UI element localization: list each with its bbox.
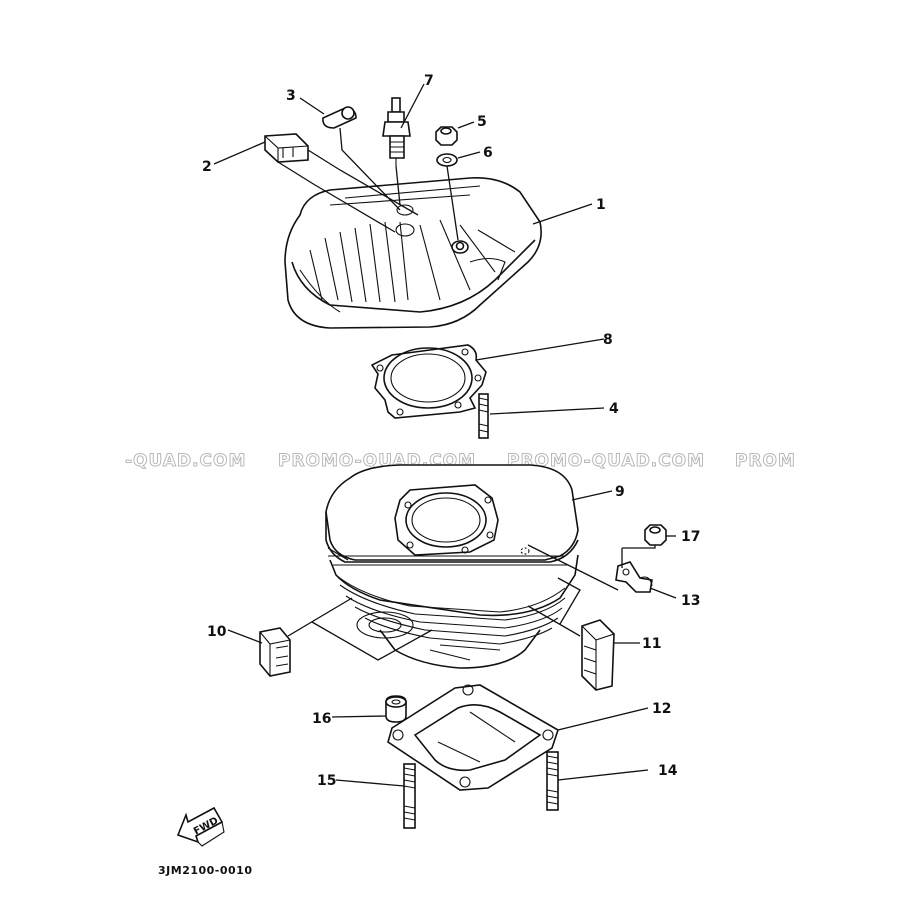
head-damper-part <box>264 133 309 163</box>
right-damper-part <box>581 619 615 691</box>
long-stud-left-part <box>403 763 416 829</box>
callout-11: 11 <box>642 636 661 652</box>
callout-2: 2 <box>202 159 212 175</box>
short-stud-part <box>478 393 489 439</box>
watermark-text: -QUAD.COM <box>125 451 246 471</box>
watermark-text: PROMO-QUAD.COM <box>507 451 705 471</box>
cylinder-block-part <box>325 464 579 669</box>
callout-4: 4 <box>609 401 619 417</box>
base-gasket-part <box>387 684 559 791</box>
callout-9: 9 <box>615 484 625 500</box>
long-stud-right-part <box>546 751 559 811</box>
head-gasket-part <box>370 344 487 419</box>
callout-17: 17 <box>681 529 700 545</box>
callout-1: 1 <box>596 197 606 213</box>
callout-15: 15 <box>317 773 336 789</box>
head-nut-part <box>435 126 458 146</box>
callout-labels: 1 2 3 4 5 6 7 8 9 10 11 12 13 14 15 16 1… <box>202 73 700 789</box>
callout-16: 16 <box>312 711 331 727</box>
head-washer-part <box>436 153 458 167</box>
watermark-text: PROM <box>735 451 796 471</box>
callout-13: 13 <box>681 593 700 609</box>
clamp-nut-part <box>644 524 667 546</box>
dowel-pin-part <box>322 106 357 129</box>
left-damper-part <box>259 627 291 677</box>
callout-12: 12 <box>652 701 671 717</box>
callout-7: 7 <box>424 73 434 89</box>
callout-14: 14 <box>658 763 678 779</box>
cylinder-head-part <box>284 176 542 329</box>
callout-8: 8 <box>603 332 613 348</box>
spark-plug-part <box>382 97 411 166</box>
clamp-bracket-part <box>615 561 653 593</box>
callout-5: 5 <box>477 114 487 130</box>
leader-lines <box>213 83 677 787</box>
diagram-code: 3JM2100-0010 <box>158 864 253 877</box>
callout-3: 3 <box>286 88 296 104</box>
forward-arrow-icon: FWD <box>176 806 225 847</box>
dowel-part <box>385 695 407 723</box>
callout-10: 10 <box>207 624 227 640</box>
callout-6: 6 <box>483 145 493 161</box>
